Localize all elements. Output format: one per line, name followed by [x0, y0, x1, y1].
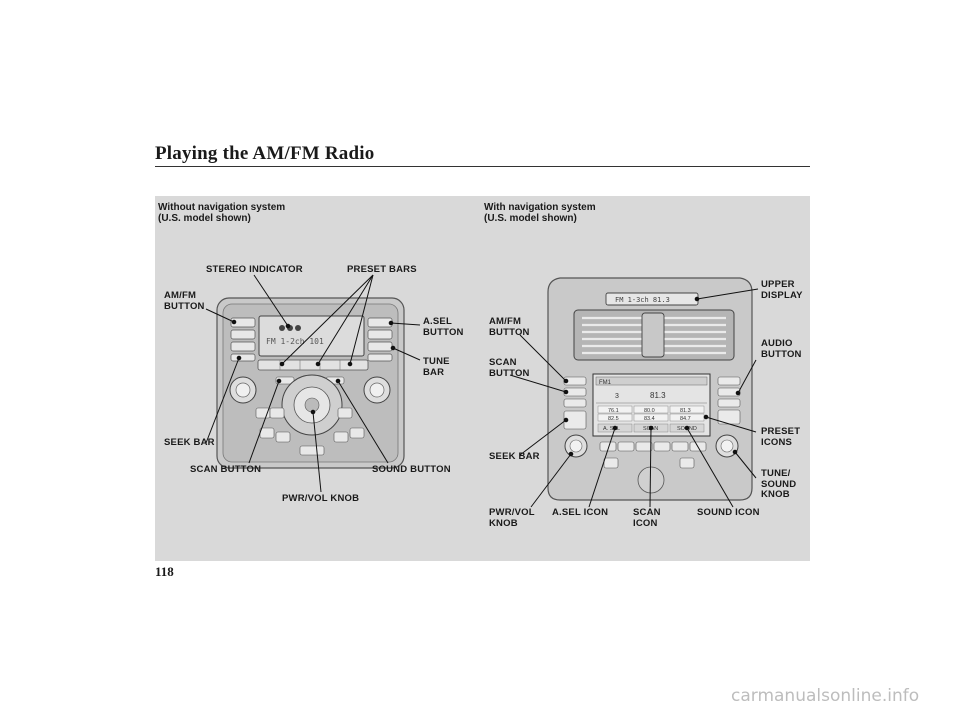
label-tune-bar: TUNE BAR	[423, 356, 450, 378]
preset-1: 76.1	[608, 408, 619, 414]
screen-band: FM1	[599, 380, 612, 386]
label-scan-button-left: SCAN BUTTON	[190, 464, 262, 475]
preset-6: 84.7	[680, 416, 691, 422]
left-section-heading: Without navigation system (U.S. model sh…	[158, 202, 286, 224]
label-seek-bar-left: SEEK BAR	[164, 437, 215, 448]
preset-5: 83.4	[644, 416, 655, 422]
footer-watermark: carmanualsonline.info	[731, 686, 920, 706]
label-audio-button: AUDIO BUTTON	[761, 338, 802, 360]
label-preset-icons: PRESET ICONS	[761, 426, 801, 448]
label-am-fm-button-right: AM/FM BUTTON	[489, 316, 530, 338]
label-sound-button: SOUND BUTTON	[372, 464, 451, 475]
left-radio-unit: FM 1-2ch 101	[216, 297, 405, 469]
label-tune-sound-knob: TUNE/ SOUND KNOB	[761, 468, 797, 500]
softkey-a-sel: A. SEL	[603, 426, 620, 432]
preset-4: 82.5	[608, 416, 619, 422]
page-title: Playing the AM/FM Radio	[155, 143, 375, 164]
preset-2: 80.0	[644, 408, 655, 414]
left-a-sel-button	[367, 317, 393, 328]
left-am-fm-button	[230, 317, 256, 328]
title-rule	[155, 166, 810, 167]
right-section-heading: With navigation system (U.S. model shown…	[484, 202, 596, 224]
label-pwr-vol-knob-left: PWR/VOL KNOB	[282, 493, 360, 504]
right-upper-display-text: FM 1-3ch 81.3	[615, 296, 670, 304]
preset-3: 81.3	[680, 408, 691, 414]
screen-channel: 3	[615, 393, 619, 400]
screen-frequency: 81.3	[650, 391, 666, 400]
label-preset-bars: PRESET BARS	[347, 264, 417, 275]
label-upper-display: UPPER DISPLAY	[761, 279, 803, 301]
page-number: 118	[155, 564, 174, 579]
label-seek-bar-right: SEEK BAR	[489, 451, 540, 462]
label-a-sel-button: A.SEL BUTTON	[423, 316, 464, 338]
label-scan-icon: SCAN ICON	[633, 507, 661, 529]
right-radio-unit: FM 1-3ch 81.3 FM1 3 81.3	[547, 277, 753, 501]
label-scan-button-right: SCAN BUTTON	[489, 357, 530, 379]
label-am-fm-button-left: AM/FM BUTTON	[164, 290, 205, 312]
label-a-sel-icon: A.SEL ICON	[552, 507, 609, 518]
left-display-text: FM 1-2ch 101	[266, 337, 324, 346]
label-sound-icon: SOUND ICON	[697, 507, 760, 518]
label-pwr-vol-knob-right: PWR/VOL KNOB	[489, 507, 535, 529]
label-stereo-indicator: STEREO INDICATOR	[206, 264, 303, 275]
